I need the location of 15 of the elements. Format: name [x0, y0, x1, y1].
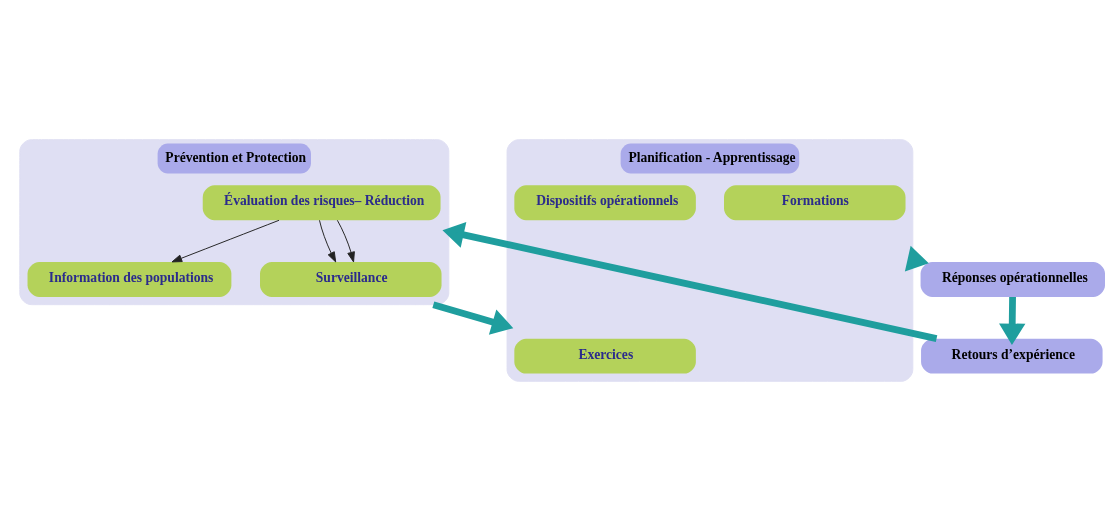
arrow — [319, 219, 337, 263]
node-box: Évaluation des risques– Réduction — [202, 185, 441, 221]
node-box: Dispositifs opérationnels — [514, 185, 696, 221]
node-box: Exercices — [514, 338, 696, 374]
node-box: Information des populations — [27, 261, 232, 297]
node-box: Retours d’expérience — [921, 338, 1103, 374]
arrow — [442, 221, 938, 342]
arrow — [432, 301, 514, 335]
arrow — [336, 219, 355, 263]
arrow — [999, 296, 1026, 346]
node-box: Surveillance — [260, 261, 442, 297]
arrow — [904, 245, 929, 272]
node-box: Formations — [724, 185, 906, 221]
arrow — [171, 219, 280, 263]
node-box: Réponses opérationnelles — [920, 261, 1105, 297]
